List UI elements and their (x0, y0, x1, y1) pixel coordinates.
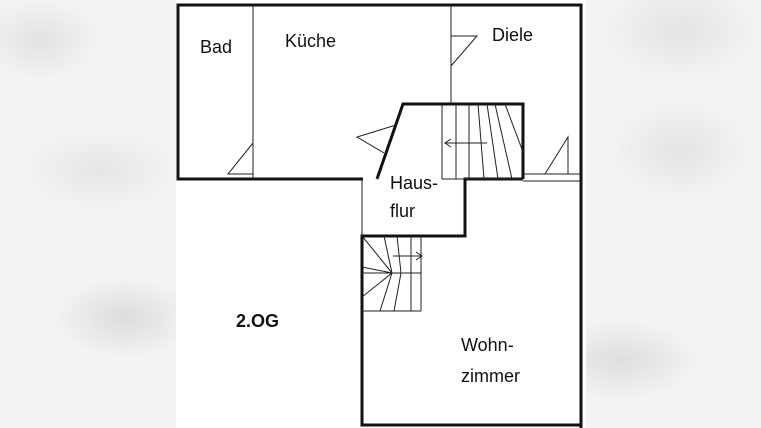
outer-walls (176, 3, 583, 428)
floor-label: 2.OG (236, 311, 280, 331)
interior-walls (252, 5, 581, 236)
door-swings (226, 35, 569, 175)
room-label-hausflur-2: flur (390, 201, 416, 221)
room-label-wohnzimmer-2: zimmer (461, 366, 520, 386)
room-label-hausflur-1: Haus- (390, 173, 439, 193)
lower-staircase (361, 235, 423, 312)
room-label-wohnzimmer-1: Wohn- (461, 335, 514, 355)
upper-staircase (441, 103, 524, 180)
room-label-bad: Bad (200, 37, 233, 57)
floor-plan-paper (176, 0, 586, 428)
room-label-diele: Diele (492, 25, 534, 45)
room-label-kueche: Küche (285, 31, 337, 51)
